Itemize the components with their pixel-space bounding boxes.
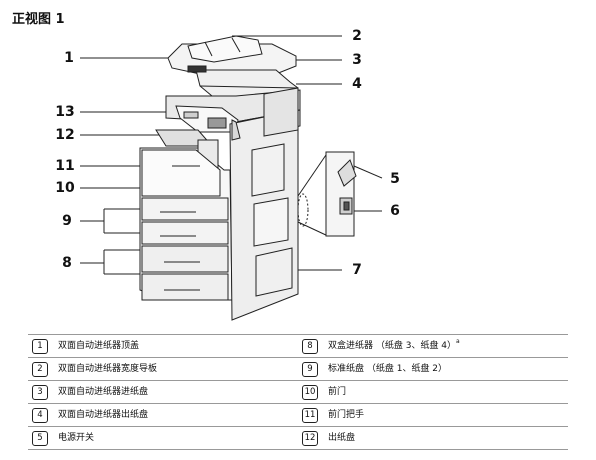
legend-number: 11 (302, 408, 318, 423)
legend-row: 3 双面自动进纸器进纸盘 10 前门 (28, 381, 568, 403)
callout-8: 8 (62, 255, 72, 271)
legend-row: 2 双面自动进纸器宽度导板 9 标准纸盘 （纸盘 1、纸盘 2） (28, 358, 568, 380)
legend-number: 3 (32, 385, 48, 400)
legend-label-text: 双盒进纸器 （纸盘 3、纸盘 4） (328, 341, 457, 351)
legend-label: 前门 (328, 387, 347, 397)
legend-row: 4 双面自动进纸器出纸盘 11 前门把手 (28, 404, 568, 426)
callout-1: 1 (64, 50, 74, 66)
callout-5: 5 (390, 171, 400, 187)
legend-label: 双面自动进纸器进纸盘 (58, 387, 149, 397)
callout-4: 4 (352, 76, 362, 92)
legend-number: 10 (302, 385, 318, 400)
callout-3: 3 (352, 52, 362, 68)
figure-title: 正视图 1 (12, 12, 65, 27)
legend-number: 4 (32, 408, 48, 423)
callout-7: 7 (352, 262, 362, 278)
callout-11: 11 (55, 158, 75, 174)
callout-12: 12 (55, 127, 75, 143)
callout-13: 13 (55, 104, 75, 120)
legend-label: 出纸盘 (328, 433, 356, 443)
parts-legend: 1 双面自动进纸器顶盖 8 双盒进纸器 （纸盘 3、纸盘 4）a 2 双面自动进… (28, 334, 568, 450)
legend-number: 9 (302, 362, 318, 377)
legend-label: 双面自动进纸器出纸盘 (58, 410, 149, 420)
legend-number: 5 (32, 431, 48, 446)
legend-row: 1 双面自动进纸器顶盖 8 双盒进纸器 （纸盘 3、纸盘 4）a (28, 335, 568, 357)
legend-label: 双面自动进纸器宽度导板 (58, 364, 158, 374)
legend-label: 前门把手 (328, 410, 365, 420)
legend-number: 12 (302, 431, 318, 446)
legend-number: 1 (32, 339, 48, 354)
printer-diagram (80, 35, 383, 321)
legend-label: 标准纸盘 （纸盘 1、纸盘 2） (328, 364, 448, 374)
legend-row: 5 电源开关 12 出纸盘 (28, 427, 568, 449)
legend-label: 双面自动进纸器顶盖 (58, 341, 140, 351)
footnote-marker: a (456, 338, 460, 345)
legend-label: 电源开关 (58, 433, 95, 443)
legend-number: 8 (302, 339, 318, 354)
callout-2: 2 (352, 28, 362, 44)
callout-9: 9 (62, 213, 72, 229)
callout-6: 6 (390, 203, 400, 219)
callout-10: 10 (55, 180, 75, 196)
legend-number: 2 (32, 362, 48, 377)
legend-label: 双盒进纸器 （纸盘 3、纸盘 4）a (328, 337, 460, 355)
